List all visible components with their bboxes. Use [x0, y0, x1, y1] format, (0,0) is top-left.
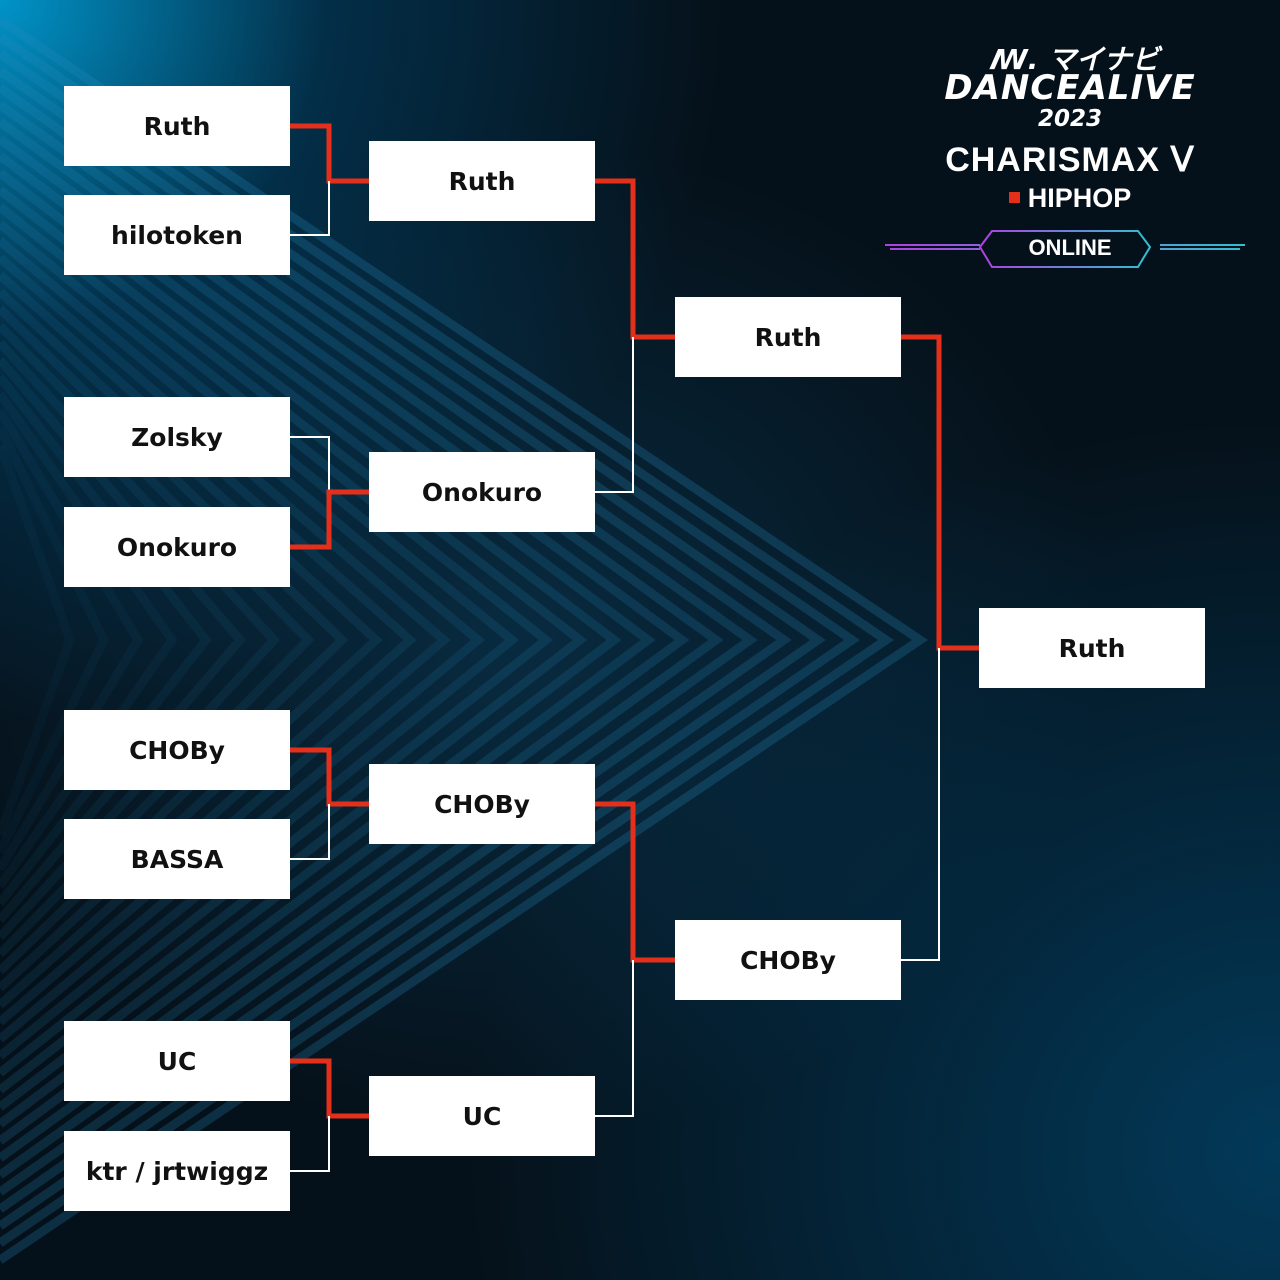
background-stripe — [0, 169, 622, 1111]
bracket-entry: Onokuro — [369, 452, 595, 532]
background-stripe — [0, 426, 110, 854]
bracket-entry: Zolsky — [64, 397, 290, 477]
background-stripe — [0, 186, 588, 1094]
winner-line — [290, 747, 369, 807]
background-stripe — [0, 101, 758, 1179]
bracket-entry: hilotoken — [64, 195, 290, 275]
background-stripe — [0, 391, 178, 889]
event-logo: ꟿ. マイナビ DANCEALIVE 2023 CHARISMAX Ⅴ HIPH… — [880, 30, 1260, 280]
logo-event: CHARISMAX Ⅴ — [945, 141, 1195, 179]
background-stripe — [0, 443, 75, 837]
bracket-entry: UC — [64, 1021, 290, 1101]
loser-line — [290, 804, 330, 860]
background-stripe — [0, 152, 656, 1128]
winner-line — [595, 801, 675, 963]
background-stripe — [0, 203, 554, 1077]
logo-brand: ꟿ. マイナビ — [990, 43, 1160, 76]
bracket-entry: CHOBy — [675, 920, 901, 1000]
bracket-entry: BASSA — [64, 819, 290, 899]
online-badge-frame — [885, 230, 1245, 268]
logo-title: DANCEALIVE — [944, 68, 1196, 108]
logo-category: HIPHOP — [880, 183, 1260, 214]
bracket-entry: UC — [369, 1076, 595, 1156]
background-stripe — [0, 16, 929, 1264]
loser-line — [290, 181, 330, 236]
background-stripe — [0, 118, 724, 1162]
bracket-entry: CHOBy — [64, 710, 290, 790]
background-stripe — [0, 135, 690, 1145]
loser-line — [595, 337, 634, 493]
background-stripe — [0, 408, 144, 872]
bracket-entry: Ruth — [675, 297, 901, 377]
bracket-entry: ktr / jrtwiggz — [64, 1131, 290, 1211]
bracket-entry: Ruth — [369, 141, 595, 221]
winner-line — [290, 489, 369, 550]
online-badge: ONLINE — [1028, 235, 1112, 260]
winner-line — [290, 1058, 369, 1119]
background-stripe — [0, 33, 894, 1247]
bracket-entry: Ruth — [64, 86, 290, 166]
winner-line — [290, 123, 369, 184]
winner-line — [901, 334, 979, 651]
winner-line — [595, 178, 675, 340]
loser-line — [595, 960, 634, 1117]
loser-line — [901, 648, 940, 961]
background-stripe — [0, 220, 520, 1060]
champion-box: Ruth — [979, 608, 1205, 688]
logo-year: 2023 — [1037, 106, 1102, 132]
loser-line — [290, 436, 330, 492]
background-stripe — [0, 237, 486, 1043]
bracket-entry: Onokuro — [64, 507, 290, 587]
loser-line — [290, 1116, 330, 1172]
bracket-entry: CHOBy — [369, 764, 595, 844]
